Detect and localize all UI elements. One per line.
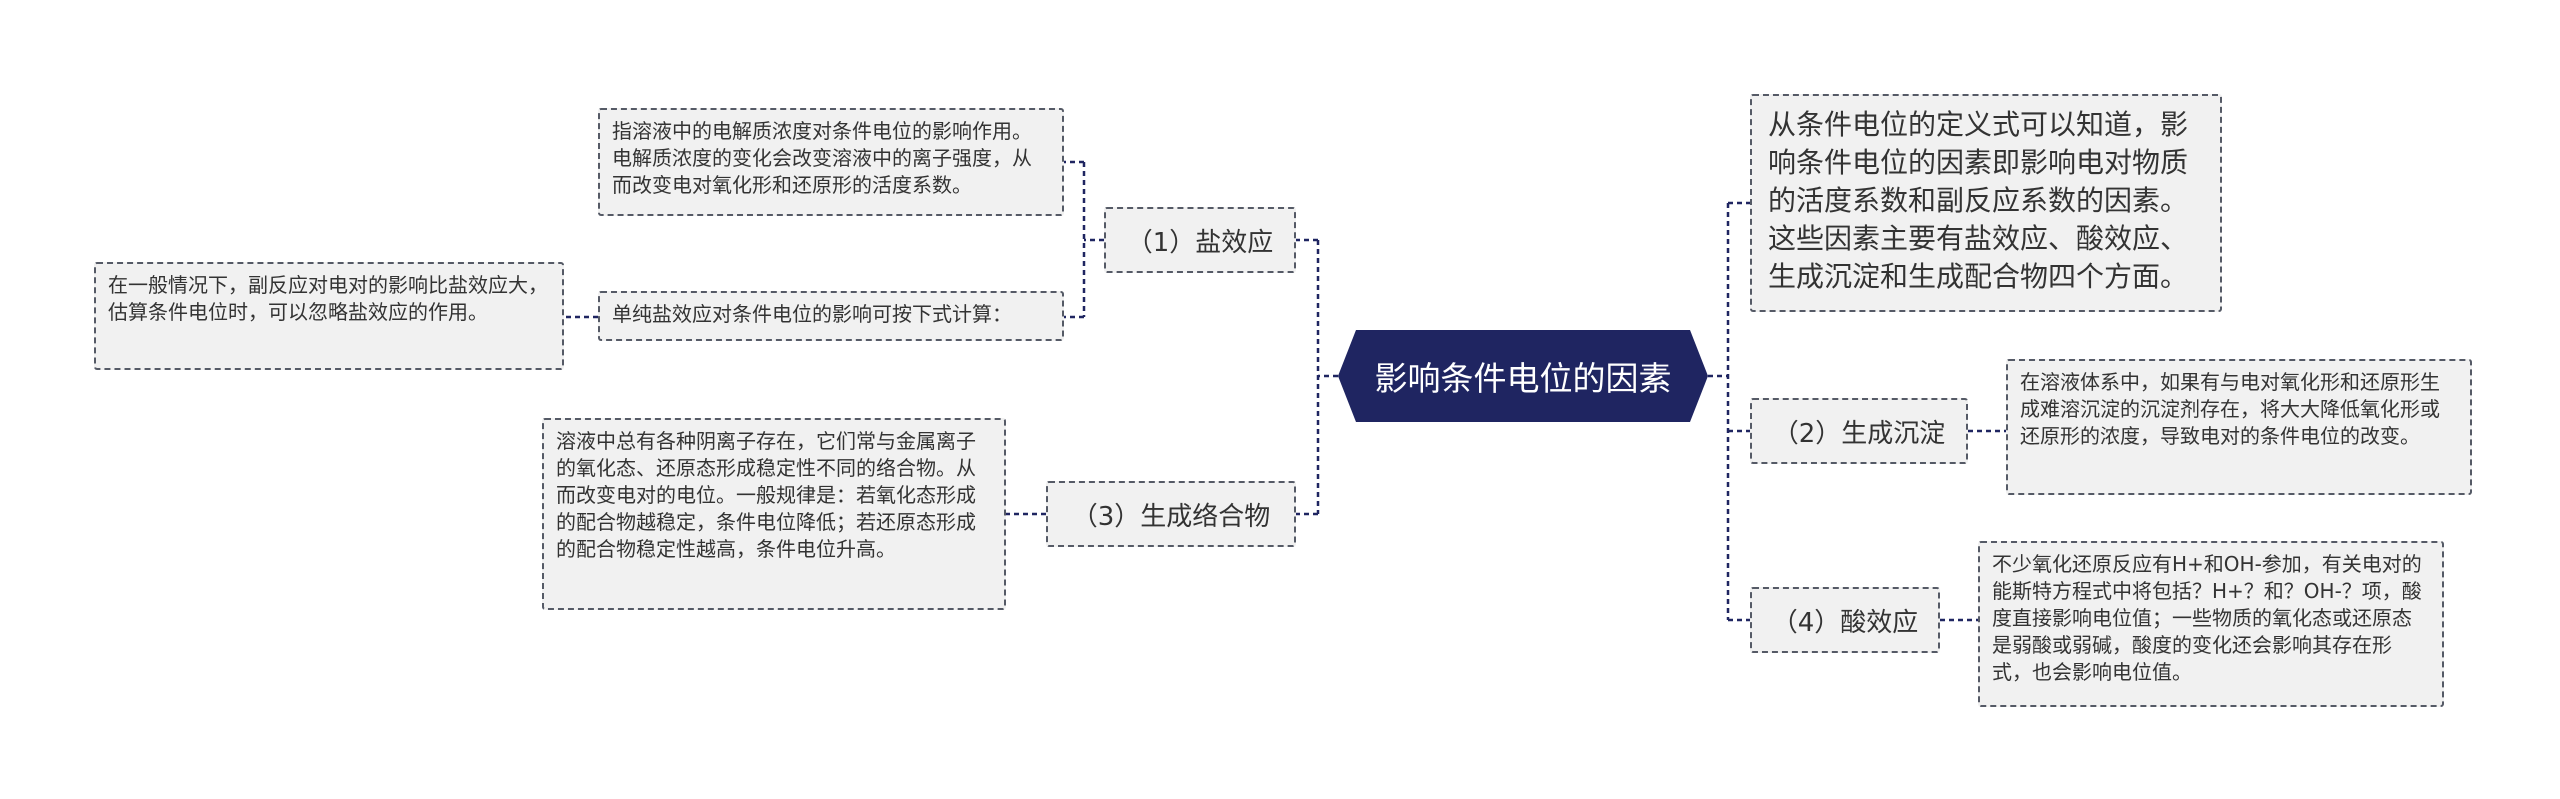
leaf-complex-formation[interactable]: 溶液中总有各种阴离子存在，它们常与金属离子的氧化态、还原态形成稳定性不同的络合物…	[542, 418, 1006, 610]
root-hexagon-shape	[1338, 330, 1708, 422]
leaf-precipitation[interactable]: 在溶液体系中，如果有与电对氧化形和还原形生成难溶沉淀的沉淀剂存在，将大大降低氧化…	[2006, 359, 2472, 495]
leaf-salt-note[interactable]: 在一般情况下，副反应对电对的影响比盐效应大，估算条件电位时，可以忽略盐效应的作用…	[94, 262, 564, 370]
leaf-acid-effect[interactable]: 不少氧化还原反应有H+和OH-参加，有关电对的能斯特方程式中将包括？H+？和？O…	[1978, 541, 2444, 707]
root-node[interactable]: 影响条件电位的因素	[1338, 330, 1708, 422]
root-label: 影响条件电位的因素	[1374, 359, 1672, 398]
branch-acid-effect[interactable]: （4）酸效应	[1750, 587, 1940, 653]
leaf-salt-formula[interactable]: 单纯盐效应对条件电位的影响可按下式计算：	[598, 291, 1064, 341]
branch-complex-formation[interactable]: （3）生成络合物	[1046, 481, 1296, 547]
description-node[interactable]: 从条件电位的定义式可以知道，影响条件电位的因素即影响电对物质的活度系数和副反应系…	[1750, 94, 2222, 312]
branch-precipitation[interactable]: （2）生成沉淀	[1750, 398, 1968, 464]
branch-salt-effect[interactable]: （1）盐效应	[1104, 207, 1296, 273]
leaf-salt-definition[interactable]: 指溶液中的电解质浓度对条件电位的影响作用。电解质浓度的变化会改变溶液中的离子强度…	[598, 108, 1064, 216]
